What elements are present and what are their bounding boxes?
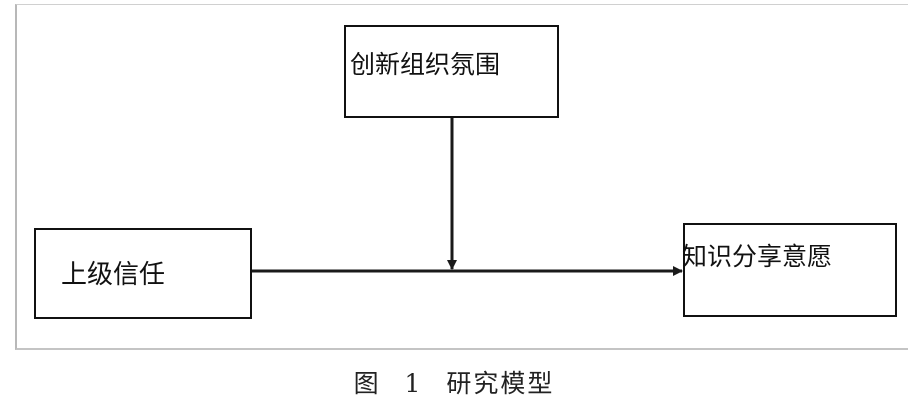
moderator-box [344, 25, 559, 118]
figure-caption: 图 1 研究模型 [353, 369, 555, 398]
diagram-frame [15, 4, 908, 350]
independent-label: 上级信任 [61, 260, 165, 290]
moderator-label: 创新组织氛围 [350, 50, 500, 79]
dependent-box [683, 223, 897, 317]
dependent-label: 知识分享意愿 [682, 242, 832, 271]
independent-box [34, 228, 252, 319]
